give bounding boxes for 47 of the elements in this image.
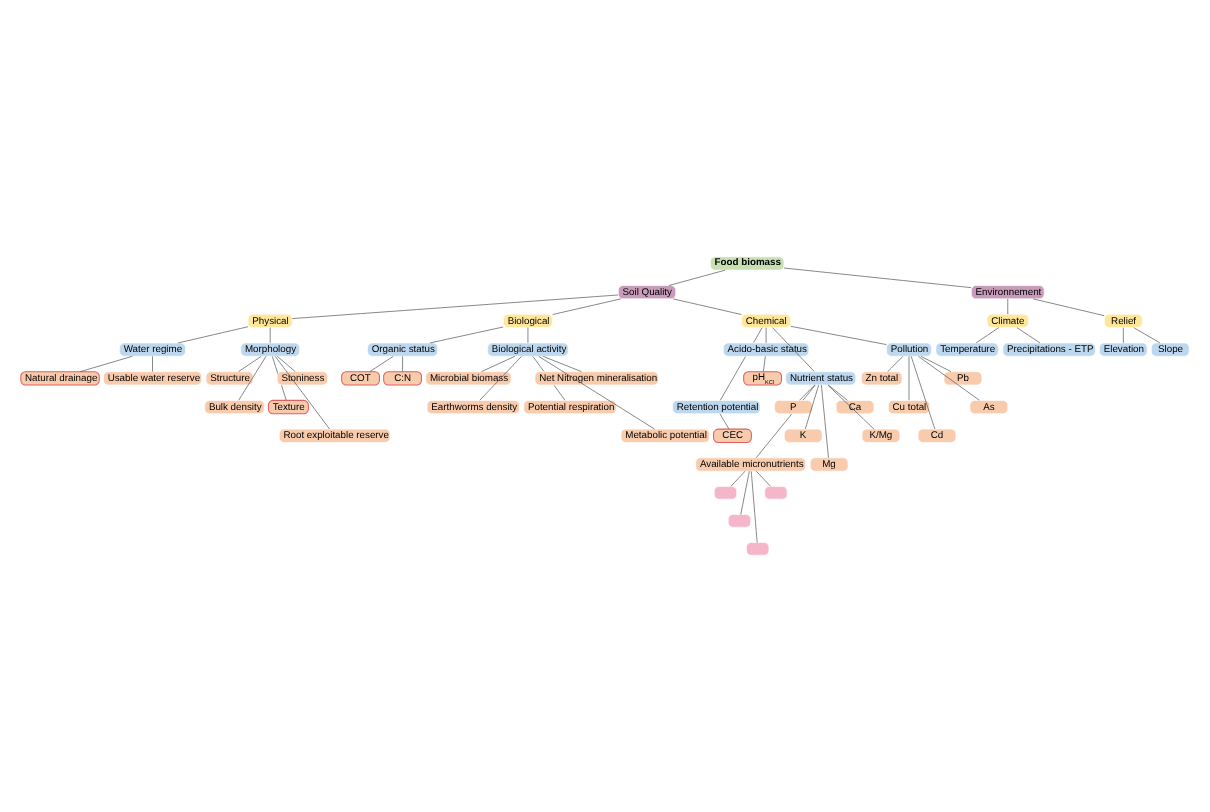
connector xyxy=(542,356,582,372)
connector xyxy=(799,384,816,401)
connector xyxy=(1133,327,1161,344)
connector xyxy=(1007,298,1009,315)
node-box xyxy=(727,514,752,528)
connector xyxy=(740,470,750,515)
connector xyxy=(479,356,522,401)
connector xyxy=(730,470,746,487)
connector xyxy=(1016,327,1041,344)
node-box xyxy=(746,542,770,556)
connector xyxy=(668,269,726,286)
connector xyxy=(975,327,1000,344)
connector xyxy=(429,326,504,344)
connector xyxy=(402,356,403,372)
connector xyxy=(908,356,910,401)
connector xyxy=(763,356,766,372)
connector xyxy=(552,298,622,315)
connector xyxy=(1032,298,1105,317)
connector xyxy=(783,267,972,288)
connector xyxy=(79,355,133,372)
connector xyxy=(719,413,730,430)
connector xyxy=(772,327,815,372)
connector xyxy=(828,384,848,401)
connector xyxy=(538,356,655,430)
connector xyxy=(238,356,267,401)
connector xyxy=(910,356,936,430)
connector xyxy=(755,384,816,459)
connector xyxy=(918,356,980,401)
connector xyxy=(292,294,619,319)
connector xyxy=(790,325,887,345)
connector xyxy=(369,356,394,372)
connector xyxy=(152,356,153,372)
connector xyxy=(269,327,271,344)
connector xyxy=(177,326,249,344)
connector xyxy=(887,356,904,372)
connector xyxy=(750,471,758,543)
connector xyxy=(920,356,952,372)
connector xyxy=(1123,327,1124,344)
node-box xyxy=(764,486,788,500)
connector xyxy=(276,356,296,372)
connector xyxy=(821,384,829,459)
node-box xyxy=(713,486,738,500)
connector xyxy=(755,470,771,487)
connector xyxy=(804,384,819,430)
connector xyxy=(238,356,262,372)
connector xyxy=(481,356,516,372)
connector xyxy=(672,298,742,315)
